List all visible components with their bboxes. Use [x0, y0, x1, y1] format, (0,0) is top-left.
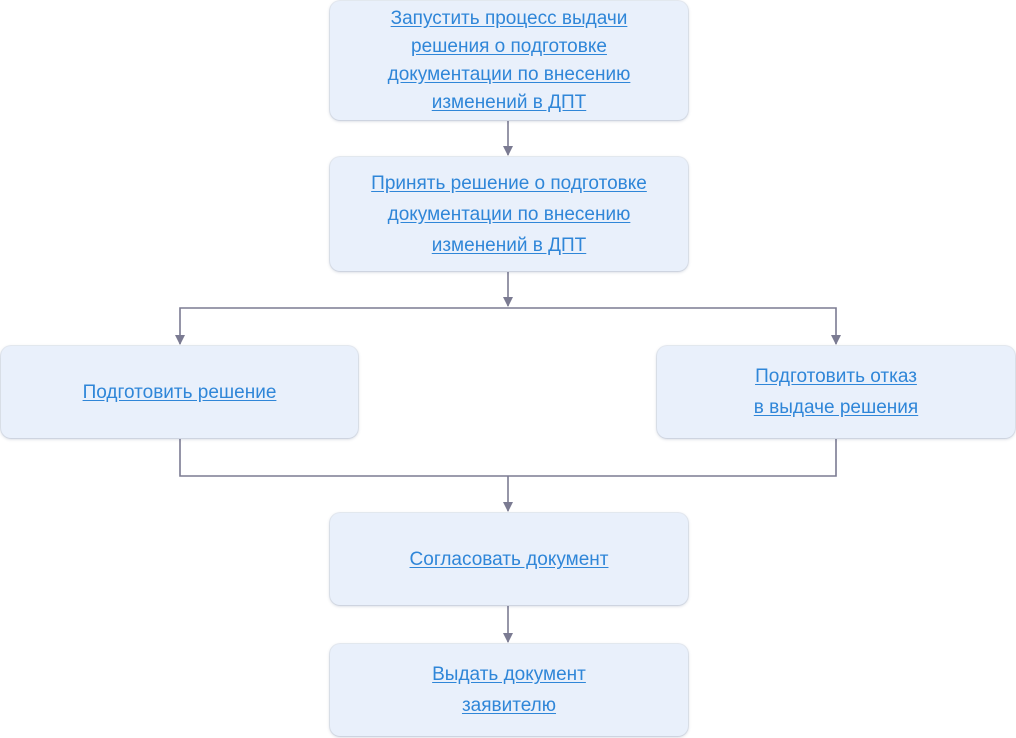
link-prepare-refusal[interactable]: Подготовить отказ в выдаче решения [753, 366, 919, 418]
node-approve-document: Согласовать документ [330, 513, 688, 605]
node-start-process: Запустить процесс выдачи решения о подго… [330, 1, 688, 120]
link-prepare-decision[interactable]: Подготовить решение [82, 381, 277, 403]
node-issue-document: Выдать документ заявителю [330, 644, 688, 736]
node-prepare-refusal: Подготовить отказ в выдаче решения [657, 346, 1015, 438]
edge-branch-to-prepare-decision [175, 307, 508, 345]
edge-prepare-decision-to-merge [179, 439, 508, 477]
node-decide: Принять решение о подготовке документаци… [330, 157, 688, 271]
node-prepare-decision: Подготовить решение [1, 346, 358, 438]
link-start-process[interactable]: Запустить процесс выдачи решения о подго… [387, 7, 631, 113]
link-approve-document[interactable]: Согласовать документ [409, 548, 609, 570]
link-issue-document[interactable]: Выдать документ заявителю [432, 664, 586, 716]
edge-prepare-refusal-to-merge [508, 439, 837, 477]
edge-branch-to-prepare-refusal [508, 307, 841, 345]
link-decide[interactable]: Принять решение о подготовке документаци… [371, 172, 647, 256]
